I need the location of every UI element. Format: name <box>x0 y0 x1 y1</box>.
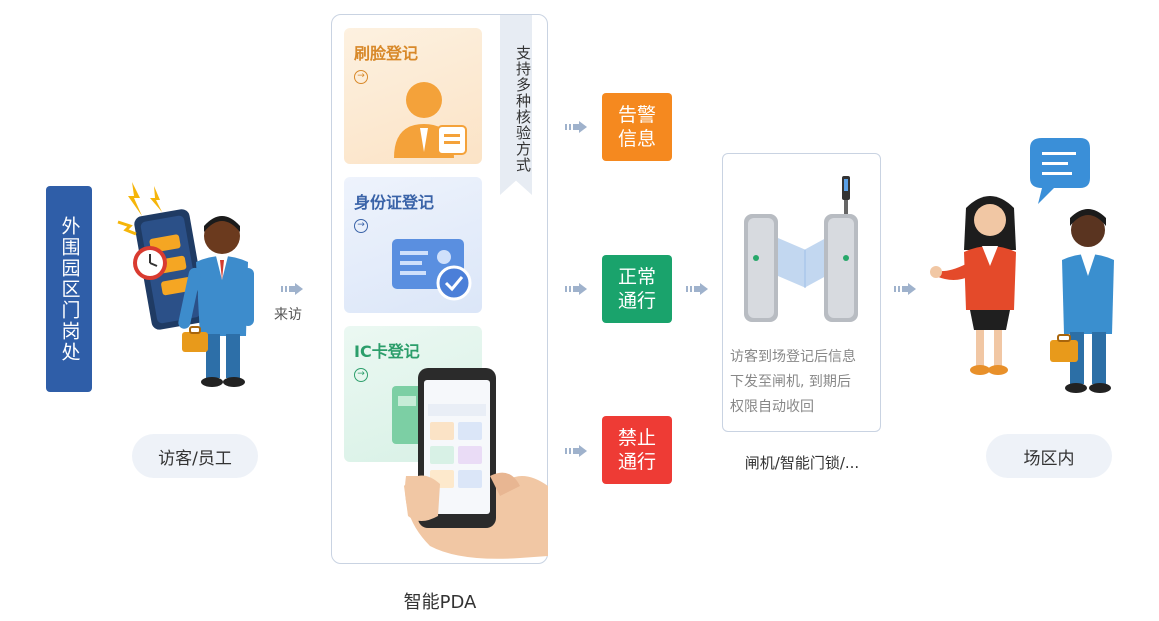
pda-device-illustration <box>404 368 548 559</box>
circle-arrow-icon: → <box>354 368 368 382</box>
circle-arrow-icon: → <box>354 219 368 233</box>
gate-description: 访客到场登记后信息 下发至闸机, 到期后 权限自动收回 <box>730 345 875 420</box>
method-title: 刷脸登记 <box>354 44 419 63</box>
face-user-icon <box>394 82 467 158</box>
id-card-registration-card[interactable]: 身份证登记 → <box>344 177 482 313</box>
normal-pass-status: 正常通行 <box>602 255 672 323</box>
inside-people-illustration <box>930 138 1114 393</box>
arrow-icon <box>894 283 916 295</box>
alarm-info-status: 告警信息 <box>602 93 672 161</box>
arrow-icon <box>565 121 587 133</box>
pda-caption: 智能PDA <box>403 592 477 613</box>
arrow-icon <box>281 283 303 295</box>
status-line: 正常 <box>617 266 656 288</box>
status-line: 告警 <box>617 104 656 126</box>
forbidden-pass-status: 禁止通行 <box>602 416 672 484</box>
arrow-icon <box>565 283 587 295</box>
circle-arrow-icon: → <box>354 70 368 84</box>
note-line: 访客到场登记后信息 <box>730 349 856 365</box>
arrow-icon <box>686 283 708 295</box>
status-line: 禁止 <box>617 427 656 449</box>
ic-card-icon <box>392 386 422 444</box>
verification-ribbon: 支持多种核验方式 <box>500 15 532 195</box>
arrow-icon <box>565 445 587 457</box>
id-card-icon <box>392 239 472 301</box>
status-line: 信息 <box>617 128 656 150</box>
face-registration-card[interactable]: 刷脸登记 → <box>344 28 482 164</box>
visit-label: 来访 <box>274 307 302 323</box>
method-title: 身份证登记 <box>354 193 435 212</box>
status-line: 通行 <box>617 290 656 312</box>
method-title: IC卡登记 <box>354 342 420 361</box>
visitor-illustration <box>117 182 254 387</box>
gate-location-label: 外围园区门岗处 <box>46 186 92 392</box>
note-line: 下发至闸机, 到期后 <box>730 374 851 390</box>
visitor-caption: 访客/员工 <box>132 434 258 478</box>
inside-caption: 场区内 <box>986 434 1112 478</box>
turnstile-gate-illustration <box>744 176 858 322</box>
gate-caption: 闸机/智能门锁/... <box>744 454 860 472</box>
status-line: 通行 <box>617 451 656 473</box>
note-line: 权限自动收回 <box>730 399 814 415</box>
